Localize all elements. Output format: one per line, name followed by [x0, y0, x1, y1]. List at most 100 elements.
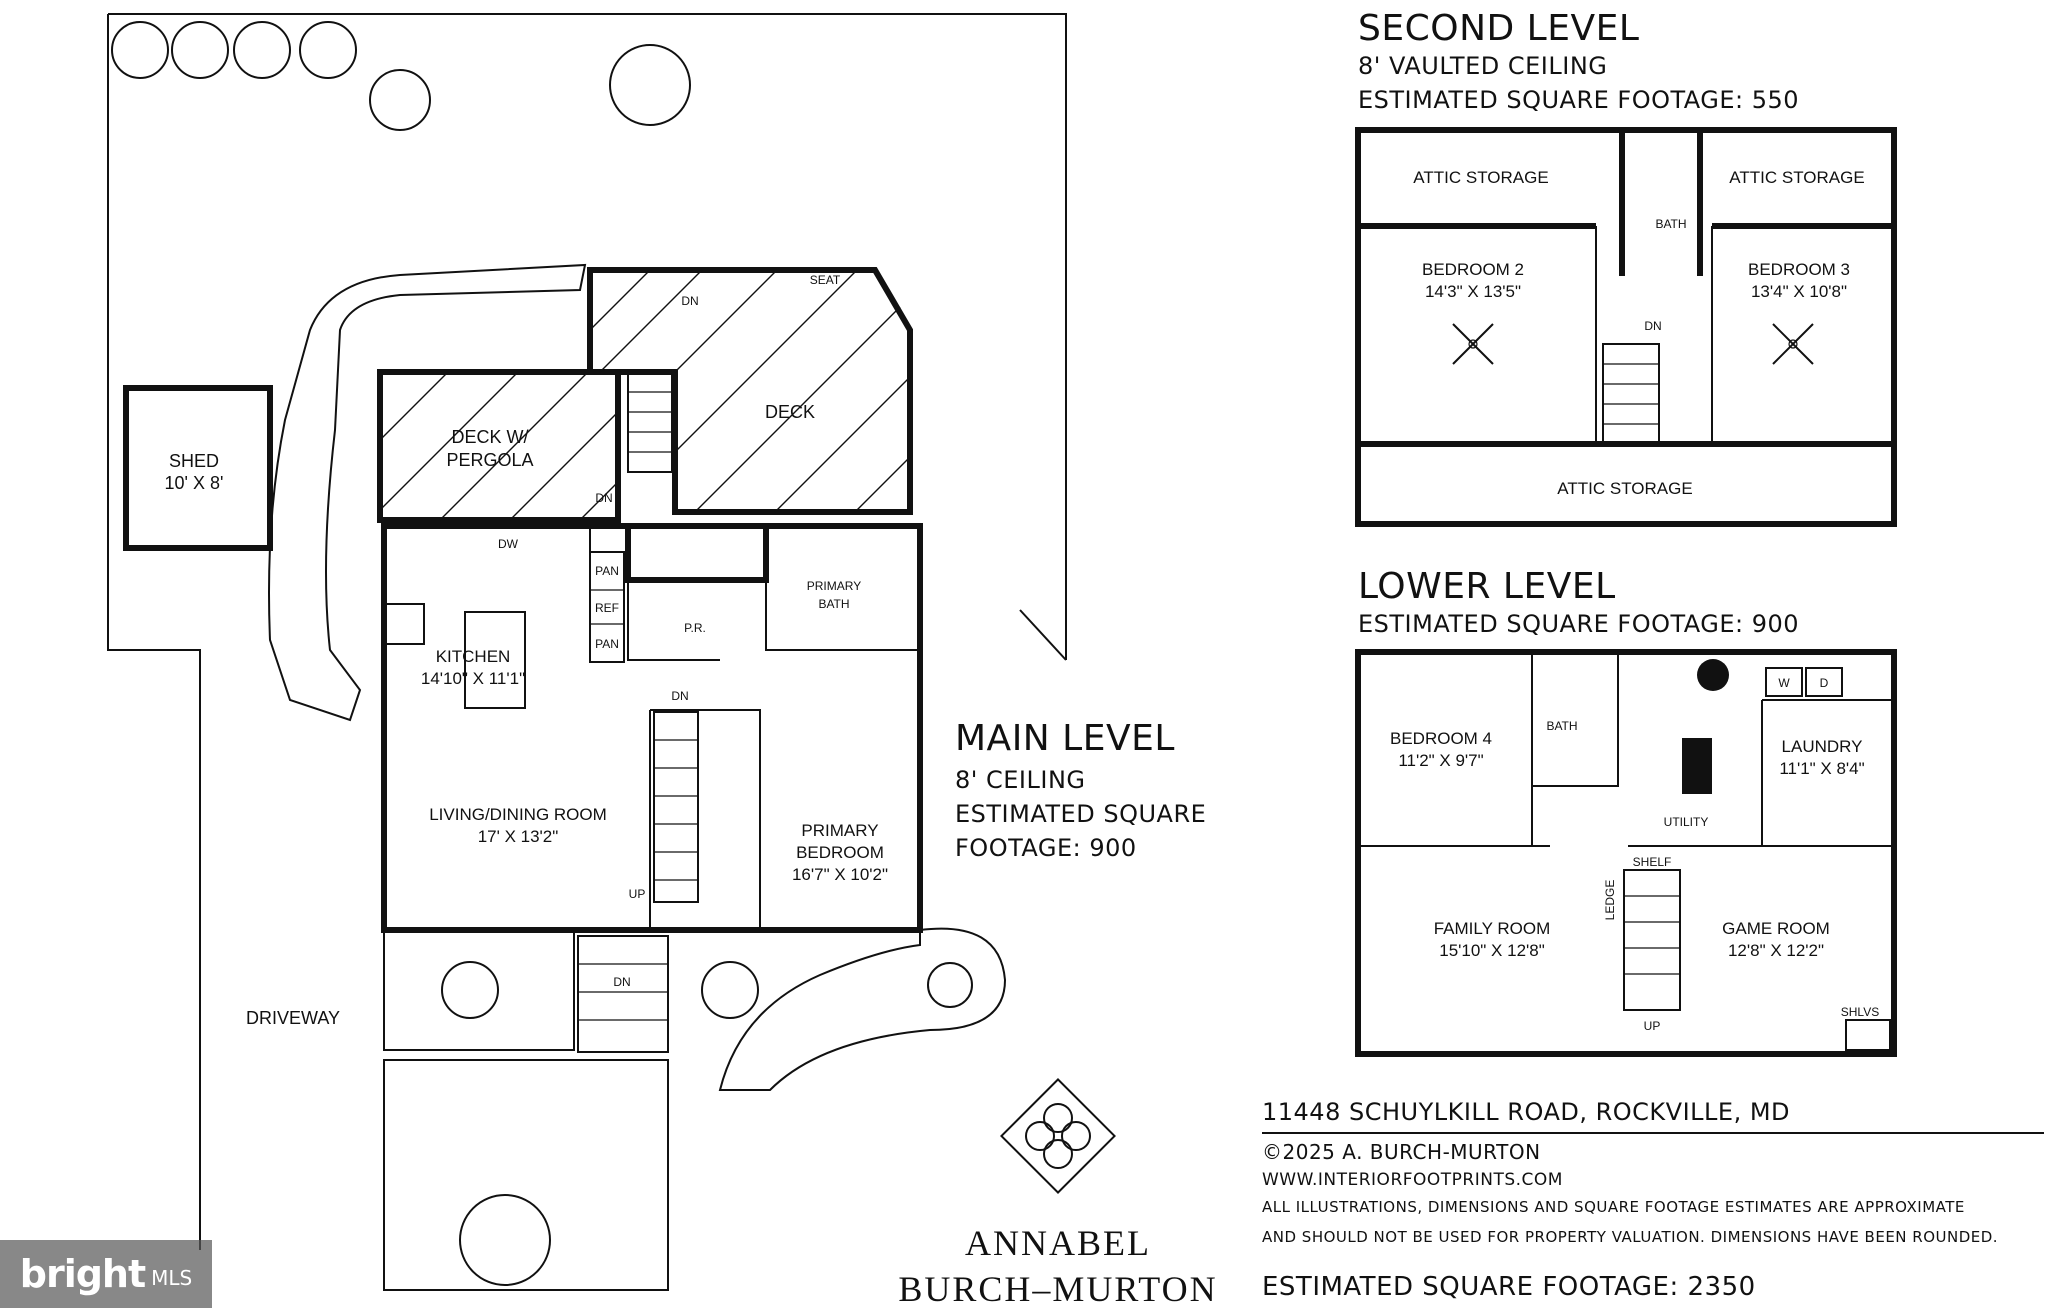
living-label: LIVING/DINING ROOM — [429, 805, 607, 824]
bedroom-3-dimensions: 13'4" X 10'8" — [1751, 282, 1847, 301]
main-stairs-dn-label: DN — [671, 689, 688, 703]
pergola-hatch — [379, 371, 619, 521]
primary-bedroom-dimensions: 16'7" X 10'2" — [792, 865, 888, 884]
lower-bath-label: BATH — [1546, 719, 1577, 733]
water-heater — [1697, 659, 1729, 691]
pantry-ref-column — [589, 551, 625, 663]
main-level-plan: SHED 10' X 8' DECK W/ PERGOLA DECK SEAT … — [107, 13, 1067, 1291]
kitchen-label: KITCHEN — [436, 647, 511, 666]
attic-bottom-label: ATTIC STORAGE — [1557, 479, 1692, 498]
main-stairs-up-label: UP — [629, 887, 646, 901]
shelves — [1845, 1019, 1891, 1051]
wall-core-top — [625, 526, 769, 583]
family-room-label: FAMILY ROOM — [1434, 919, 1551, 938]
lower-level-walls — [1355, 649, 1897, 1057]
disclaimer-2: AND SHOULD NOT BE USED FOR PROPERTY VALU… — [1262, 1228, 1999, 1246]
deck-pergola-label-2: PERGOLA — [446, 450, 533, 470]
lot-line-top-right — [108, 13, 1067, 660]
driveway-label: DRIVEWAY — [246, 1008, 340, 1028]
dw-label: DW — [498, 537, 519, 551]
gate-line — [1019, 609, 1067, 661]
shed-dimensions: 10' X 8' — [165, 473, 224, 493]
second-level-sqft: ESTIMATED SQUARE FOOTAGE: 550 — [1358, 86, 1800, 114]
lower-level-plan: BEDROOM 4 11'2" X 9'7" BATH LAUNDRY 11'1… — [1355, 649, 1897, 1057]
front-steps-dn-label: DN — [613, 975, 630, 989]
main-level-sqft-1: ESTIMATED SQUARE — [955, 800, 1207, 828]
kitchen-dimensions: 14'10" X 11'1" — [421, 669, 525, 688]
logo-line-2: BURCH–MURTON — [898, 1269, 1218, 1308]
stone-walkway — [383, 1059, 669, 1291]
second-level-stairs — [1602, 343, 1660, 445]
main-level-ceiling: 8' CEILING — [955, 766, 1086, 794]
stove-icon — [385, 603, 425, 645]
bedroom-4-label: BEDROOM 4 — [1390, 729, 1492, 748]
shelf-label: SHELF — [1633, 855, 1672, 869]
shrub-row — [111, 21, 691, 131]
main-stairs — [653, 711, 699, 903]
kitchen-island — [464, 611, 526, 709]
pr-label: P.R. — [684, 621, 706, 635]
disclaimer-1: ALL ILLUSTRATIONS, DIMENSIONS AND SQUARE… — [1262, 1198, 1965, 1216]
bedroom-2-label: BEDROOM 2 — [1422, 260, 1524, 279]
utility-label: UTILITY — [1664, 815, 1709, 829]
lower-level-title: LOWER LEVEL — [1358, 566, 1616, 607]
deck-hatch — [589, 269, 911, 513]
deck-label: DECK — [765, 402, 815, 422]
second-stairs-dn-label: DN — [1644, 319, 1661, 333]
deck — [587, 267, 913, 515]
pan-label-2: PAN — [595, 637, 619, 651]
washer — [1765, 667, 1803, 697]
attic-right-label: ATTIC STORAGE — [1729, 168, 1864, 187]
pan-label-1: PAN — [595, 564, 619, 578]
main-house-walls — [381, 523, 923, 933]
attic-left-label: ATTIC STORAGE — [1413, 168, 1548, 187]
logo-line-1: ANNABEL — [965, 1223, 1151, 1263]
shed-label: SHED — [169, 451, 219, 471]
ceiling-fan-icon — [1452, 323, 1494, 365]
laundry-dimensions: 11'1" X 8'4" — [1779, 759, 1864, 778]
main-level-title: MAIN LEVEL — [955, 718, 1175, 759]
bedroom-3-label: BEDROOM 3 — [1748, 260, 1850, 279]
deck-dn-label: DN — [681, 294, 698, 308]
deck-stairs — [627, 371, 673, 473]
family-room-dimensions: 15'10" X 12'8" — [1439, 941, 1545, 960]
laundry-label: LAUNDRY — [1782, 737, 1863, 756]
seat-label: SEAT — [810, 273, 841, 287]
bright-brand: bright — [19, 1252, 146, 1296]
copyright: ©2025 A. BURCH-MURTON — [1262, 1140, 1541, 1164]
living-dimensions: 17' X 13'2" — [478, 827, 559, 846]
dryer — [1805, 667, 1843, 697]
second-level-ceiling: 8' VAULTED CEILING — [1358, 52, 1608, 80]
ceiling-fan-icon — [1772, 323, 1814, 365]
deck-stairs-dn-label: DN — [595, 491, 612, 505]
washer-label: W — [1778, 676, 1790, 690]
lot-line-left — [107, 14, 201, 1250]
primary-bedroom-label-2: BEDROOM — [796, 843, 884, 862]
primary-bath-label-2: BATH — [818, 597, 849, 611]
front-planter — [383, 929, 575, 1051]
front-steps — [577, 935, 669, 1053]
wall-bedroom — [650, 709, 761, 930]
second-bath-label: BATH — [1655, 217, 1686, 231]
primary-bath-label-1: PRIMARY — [807, 579, 861, 593]
bedroom-2-dimensions: 14'3" X 13'5" — [1425, 282, 1521, 301]
curved-patio — [718, 927, 1007, 1091]
lower-stairs-up-label: UP — [1644, 1019, 1661, 1033]
lower-bath-wall — [1532, 652, 1619, 787]
stone-path — [268, 263, 587, 722]
shed — [123, 385, 273, 551]
ledge-label: LEDGE — [1603, 880, 1617, 921]
second-level-title: SECOND LEVEL — [1358, 8, 1640, 49]
second-level-walls — [1355, 127, 1897, 527]
game-room-label: GAME ROOM — [1722, 919, 1830, 938]
lower-level-stairs — [1623, 869, 1681, 1011]
website: WWW.INTERIORFOOTPRINTS.COM — [1262, 1170, 1563, 1190]
ref-label: REF — [595, 601, 619, 615]
wall-pr — [627, 580, 720, 661]
primary-bedroom-label-1: PRIMARY — [801, 821, 878, 840]
game-room-dimensions: 12'8" X 12'2" — [1728, 941, 1824, 960]
main-level-sqft-2: FOOTAGE: 900 — [955, 834, 1137, 862]
second-level-plan: ATTIC STORAGE ATTIC STORAGE ATTIC STORAG… — [1355, 127, 1897, 527]
